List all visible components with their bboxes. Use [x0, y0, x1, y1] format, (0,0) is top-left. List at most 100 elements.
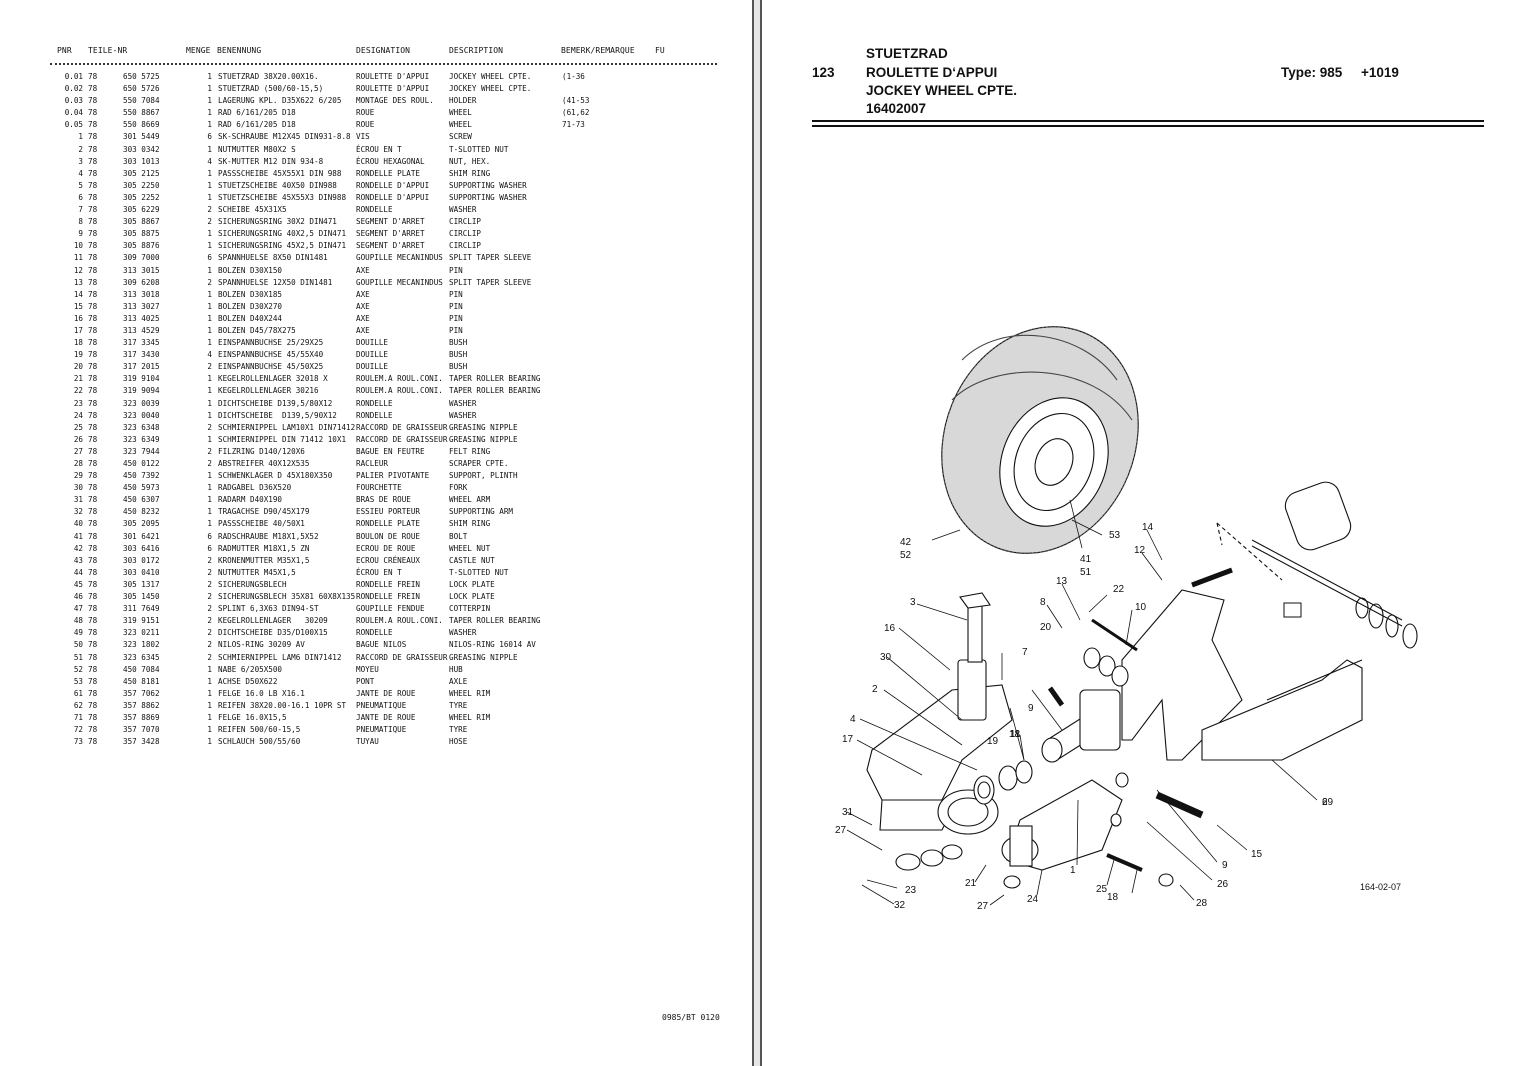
cell-grp: 78 — [88, 120, 98, 130]
cell-part: 450 5973 — [123, 483, 160, 493]
figure-title-de: STUETZRAD — [866, 46, 948, 61]
wheel-fork — [866, 659, 1013, 835]
col-header-pnr: PNR — [57, 46, 72, 55]
cell-fr: SEGMENT D'ARRET — [356, 241, 425, 251]
cell-grp: 78 — [88, 700, 98, 710]
cell-en: GREASING NIPPLE — [449, 434, 518, 444]
cell-en: NILOS-RING 16014 AV — [449, 640, 536, 650]
cell-grp: 78 — [88, 459, 98, 468]
callout-30: 30 — [880, 652, 892, 663]
cell-de: REIFEN 500/60-15,5 — [218, 725, 301, 735]
figure-header-rule-1 — [812, 120, 1484, 122]
cell-pnr: 0.02 — [64, 84, 83, 94]
cell-pnr: 46 — [73, 592, 83, 602]
cell-qty: 1 — [207, 398, 212, 408]
cell-qty: 6 — [207, 531, 212, 541]
cell-part: 323 6345 — [123, 652, 160, 662]
cell-part: 313 3015 — [123, 265, 160, 275]
cell-part: 357 7062 — [123, 688, 160, 698]
cell-fr: AXE — [356, 265, 370, 275]
cell-grp: 78 — [88, 386, 98, 396]
cell-fr: RONDELLE D'APPUI — [356, 180, 430, 190]
cell-fr: AXE — [356, 313, 370, 323]
callout-41: 41 — [1080, 554, 1092, 565]
cell-pnr: 0.05 — [64, 120, 83, 130]
cell-grp: 78 — [88, 180, 98, 190]
cell-pnr: 18 — [73, 338, 83, 348]
cell-part: 450 7392 — [123, 471, 160, 481]
cell-part: 450 0122 — [123, 459, 160, 468]
cell-de: SCHWENKLAGER D 45X180X350 — [218, 471, 333, 481]
cell-grp: 78 — [88, 712, 98, 722]
cell-en: HOLDER — [449, 96, 477, 106]
callout-53: 53 — [1109, 530, 1121, 541]
callout-16: 16 — [884, 623, 896, 634]
cell-fr: BOULON DE ROUE — [356, 531, 421, 541]
cell-grp: 78 — [88, 132, 98, 142]
col-header-name-en: DESCRIPTION — [449, 46, 504, 55]
cell-en: GREASING NIPPLE — [449, 422, 518, 432]
cell-de: SCHMIERNIPPEL LAM6 DIN71412 — [218, 652, 342, 662]
cell-en: CASTLE NUT — [449, 555, 495, 565]
cell-grp: 78 — [88, 313, 98, 323]
callout-42: 42 — [900, 537, 912, 548]
cell-part: 313 3027 — [123, 301, 160, 311]
cell-qty: 1 — [207, 664, 212, 674]
illustration-page: STUETZRAD 123 ROULETTE D‘APPUI Type: 985… — [762, 0, 1517, 1066]
cell-de: BOLZEN D30X185 — [218, 289, 283, 299]
cell-part: 450 8232 — [123, 507, 160, 517]
cell-fr: ROULETTE D'APPUI — [356, 72, 430, 81]
cell-en: SHIM RING — [449, 519, 491, 529]
cell-en: BOLT — [449, 531, 468, 541]
cell-de: RAD 6/161/205 D18 — [218, 120, 296, 130]
cell-qty: 2 — [207, 592, 212, 602]
cell-grp: 78 — [88, 604, 98, 614]
cell-qty: 1 — [207, 265, 212, 275]
cell-grp: 78 — [88, 507, 98, 517]
cell-grp: 78 — [88, 471, 98, 481]
cell-grp: 78 — [88, 350, 98, 360]
cell-grp: 78 — [88, 374, 98, 384]
cell-pnr: 11 — [73, 253, 83, 263]
cell-en: TAPER ROLLER BEARING — [449, 374, 541, 384]
cell-part: 303 0172 — [123, 555, 160, 565]
callout-52: 52 — [900, 550, 912, 561]
cell-part: 305 8876 — [123, 241, 160, 251]
cell-grp: 78 — [88, 241, 98, 251]
cell-de: SICHERUNGSRING 30X2 DIN471 — [218, 217, 337, 227]
cell-part: 319 9104 — [123, 374, 160, 384]
cell-en: WASHER — [449, 410, 477, 420]
cell-qty: 1 — [207, 374, 212, 384]
cell-qty: 2 — [207, 555, 212, 565]
cell-de: KEGELROLLENLAGER 30216 — [218, 386, 319, 396]
cell-grp: 78 — [88, 277, 98, 287]
cell-de: FELGE 16.0X15,5 — [218, 712, 287, 722]
callout-28: 28 — [1196, 898, 1208, 909]
callout-13: 13 — [1056, 576, 1068, 587]
cell-pnr: 28 — [73, 459, 83, 468]
cell-en: PIN — [449, 265, 463, 275]
cell-qty: 2 — [207, 205, 212, 215]
cell-grp: 78 — [88, 338, 98, 348]
cell-en: WHEEL — [449, 108, 472, 118]
cell-en: WASHER — [449, 628, 477, 638]
callout-11: 11 — [1010, 729, 1021, 740]
cell-en: GREASING NIPPLE — [449, 652, 518, 662]
cell-en: SUPPORTING ARM — [449, 507, 514, 517]
cell-en: WASHER — [449, 398, 477, 408]
callout-9: 9 — [1222, 860, 1228, 871]
cell-de: EINSPANNBUCHSE 45/55X40 — [218, 350, 324, 360]
cell-pnr: 47 — [73, 604, 83, 614]
cell-qty: 1 — [207, 72, 212, 81]
cell-fr: GOUPILLE MECANINDUS — [356, 277, 443, 287]
callout-15: 15 — [1251, 849, 1263, 860]
callout-21: 21 — [965, 878, 977, 889]
cell-fr: RONDELLE — [356, 205, 393, 215]
cell-qty: 1 — [207, 471, 212, 481]
